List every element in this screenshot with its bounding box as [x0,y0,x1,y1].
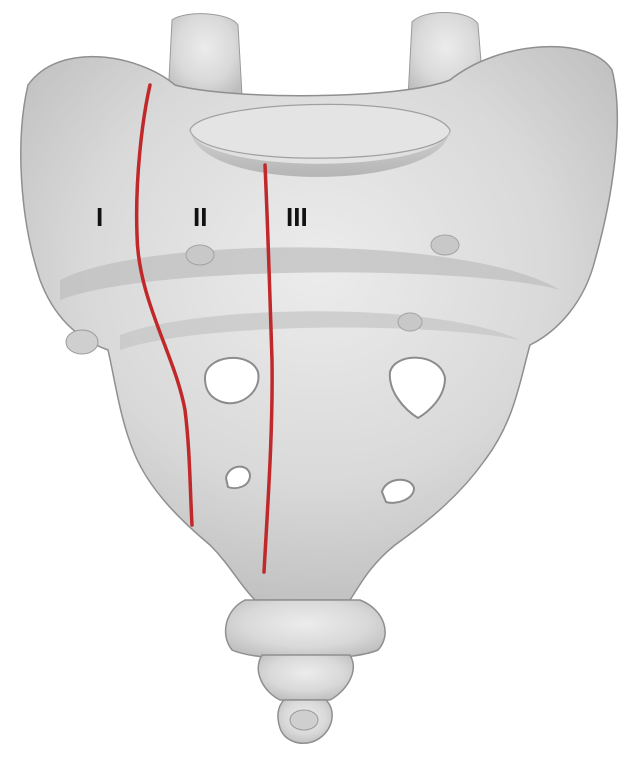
zone-label-3: III [286,202,308,232]
right-tubercle [431,235,459,255]
left-lower-foramen [226,467,250,488]
zone-label-2: II [193,202,207,232]
zone-label-1: I [96,202,103,232]
promontory-shelf [190,104,450,158]
coccyx-tip-knob [290,710,318,730]
left-tubercle [186,245,214,265]
coccyx-upper-segment [226,600,386,659]
left-lateral-knob [66,330,98,354]
coccyx-middle-segment [258,655,353,700]
right-lower-tubercle [398,313,422,331]
